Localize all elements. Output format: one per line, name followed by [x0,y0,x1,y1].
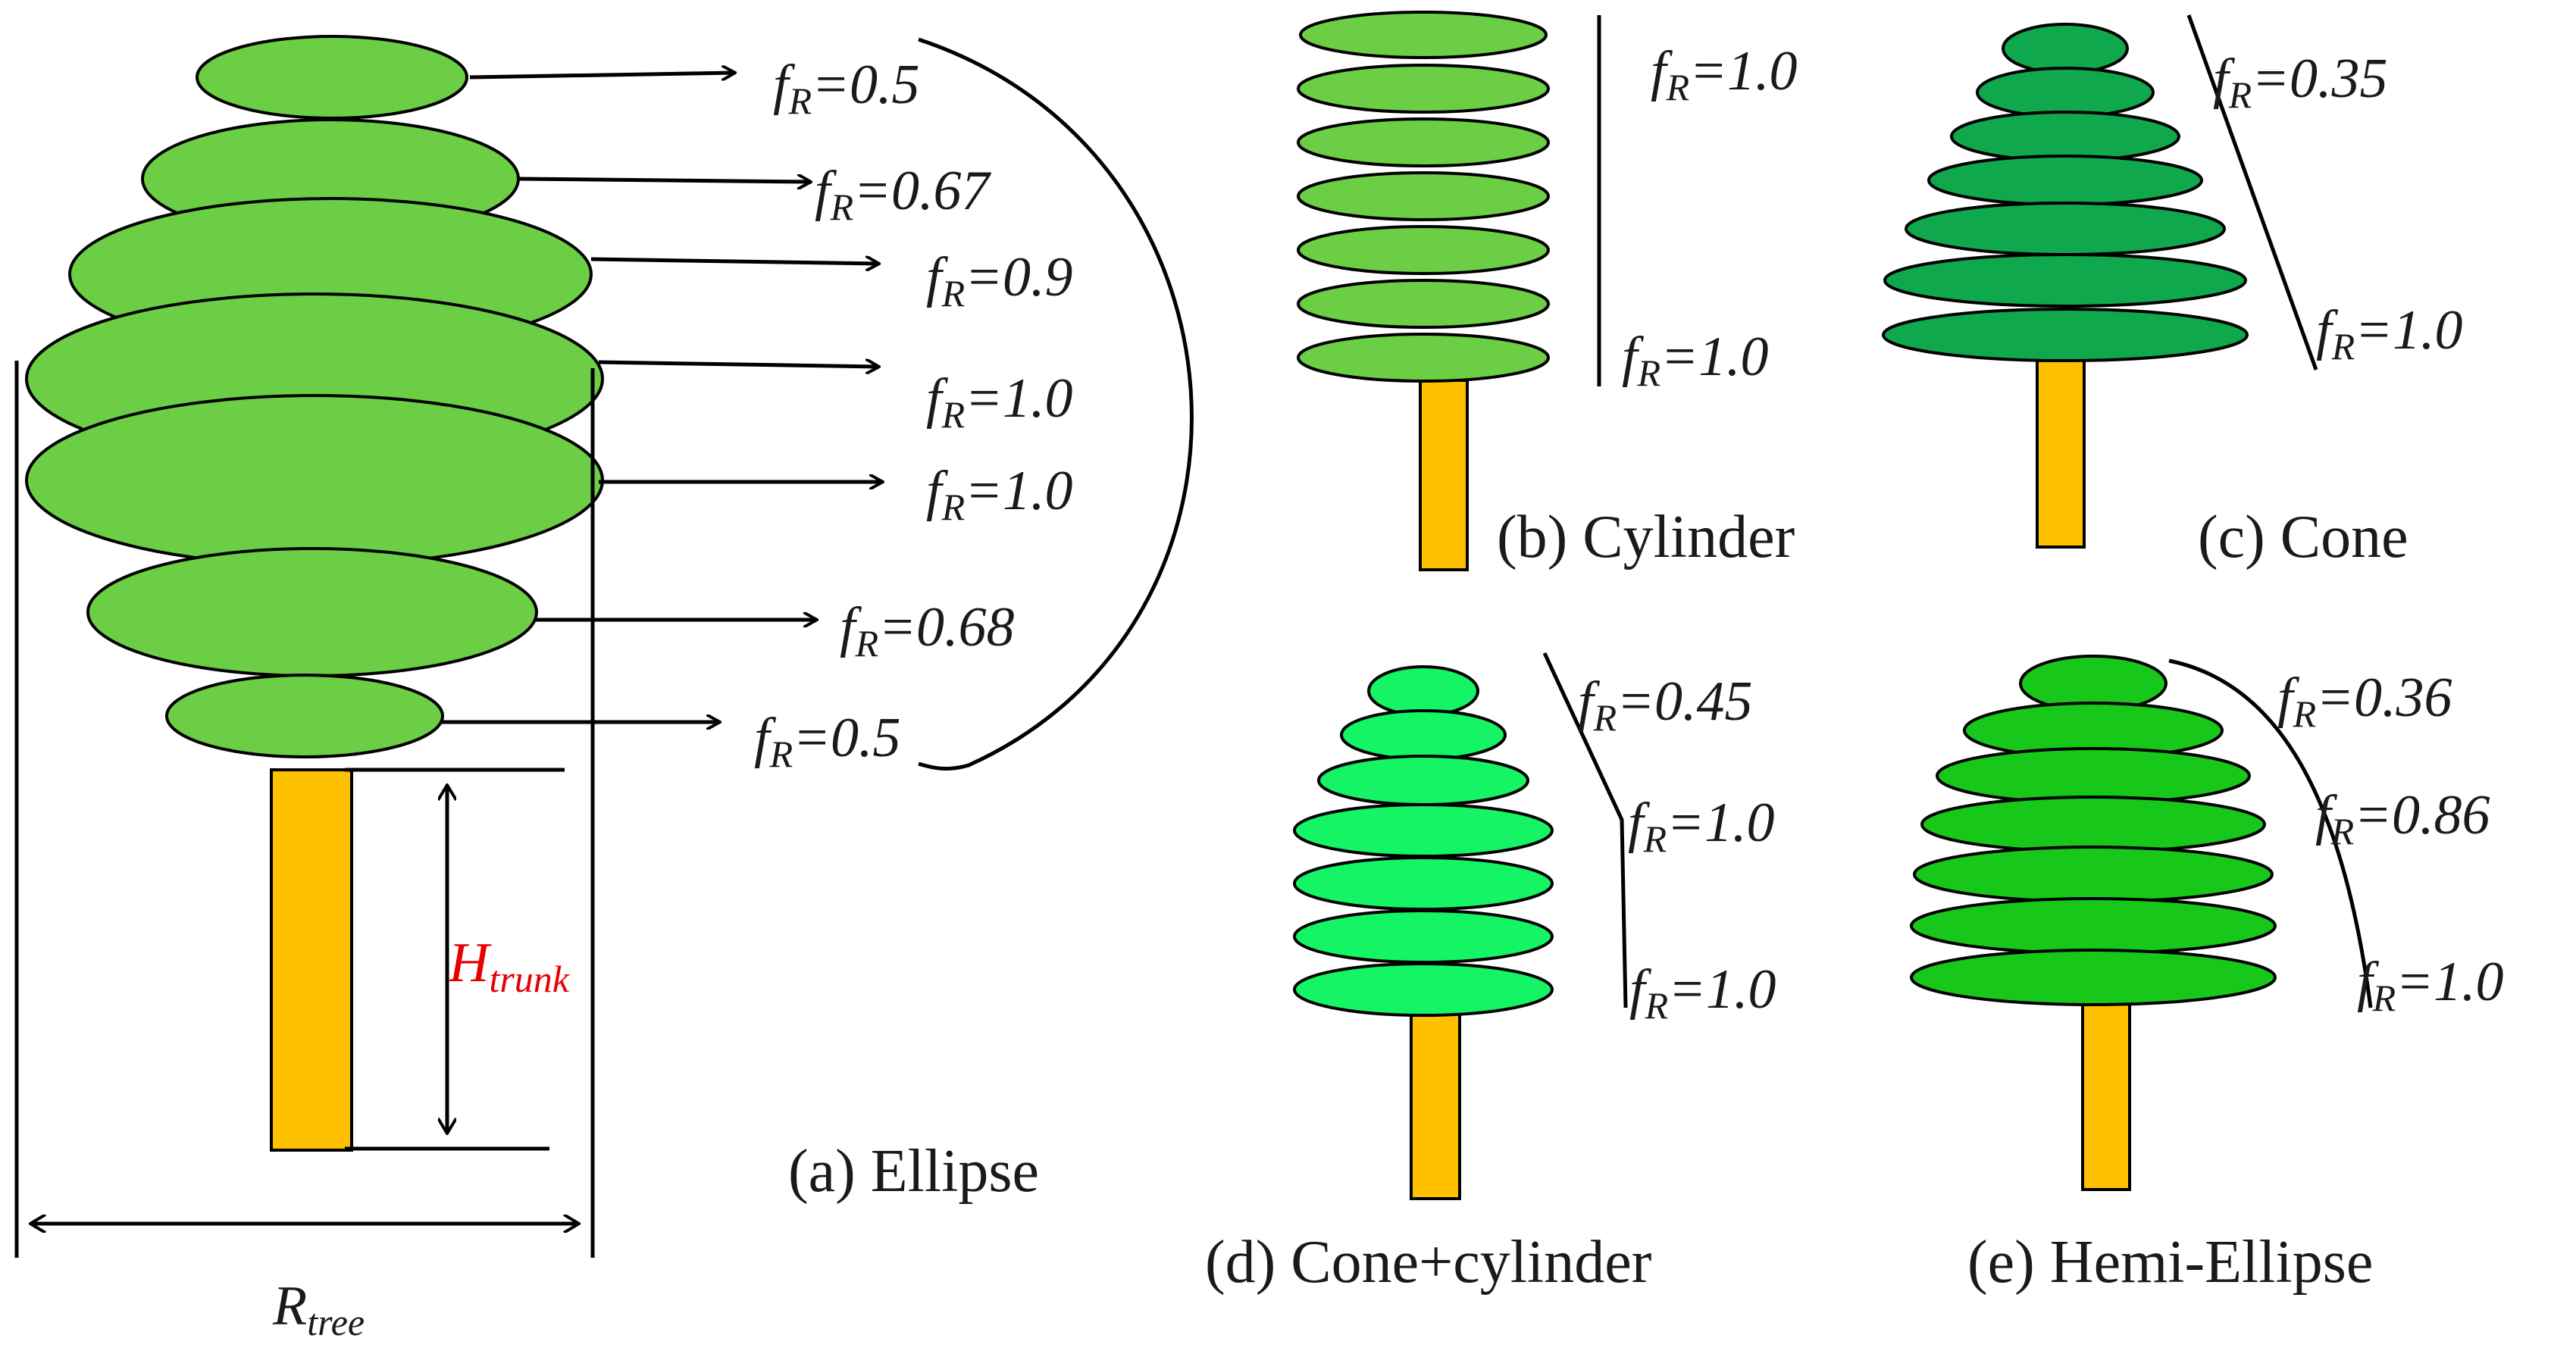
panel-c-profile-line [2186,14,2318,371]
panel-c-crown [1882,23,2249,362]
panel-d-trunk [1410,1008,1461,1200]
panel-d-cone-cylinder: fR=0.45 fR=1.0 fR=1.0 (d) Cone+cylinder [1205,652,1776,1296]
svg-text:fR=1.0: fR=1.0 [926,460,1073,528]
svg-text:fR=1.0: fR=1.0 [926,367,1073,436]
panel-e-crown [1910,655,2277,1006]
panel-e-profile-curve [2168,658,2373,1008]
h-trunk-label: Htrunk [448,932,570,1000]
panel-a-caption: (a) Ellipse [788,1138,1039,1205]
panel-a-layer-1 [196,35,468,120]
panel-c-cone: fR=0.35 fR=1.0 (c) Cone [1882,14,2463,571]
svg-text:fR=1.0: fR=1.0 [1628,792,1775,860]
svg-text:fR=0.45: fR=0.45 [1578,671,1753,739]
panel-a-layer-7 [165,674,444,758]
panel-a-trunk-height: Htrunk [345,768,570,1151]
panel-c-trunk [2036,356,2086,549]
svg-text:fR=0.5: fR=0.5 [773,54,920,122]
panel-a-profile-curve [918,37,1194,771]
panel-c-caption: (c) Cone [2198,504,2409,571]
panel-a-tree-radius: Rtree [14,361,595,1343]
panel-a-arrows [441,73,883,722]
panel-b-caption: (b) Cylinder [1497,504,1795,571]
panel-a-labels: fR=0.5 fR=0.67 fR=0.9 fR=1.0 fR=1.0 fR=0… [754,54,1073,775]
svg-text:fR=1.0: fR=1.0 [1622,326,1769,394]
panel-d-profile-line [1542,652,1628,1008]
svg-text:fR=1.0: fR=1.0 [1651,40,1798,108]
panel-e-caption: (e) Hemi-Ellipse [1967,1229,2373,1296]
svg-text:fR=1.0: fR=1.0 [2357,951,2504,1019]
panel-a-layer-5 [25,394,604,567]
panel-e-trunk [2081,997,2131,1191]
svg-text:fR=0.86: fR=0.86 [2315,784,2490,852]
svg-text:fR=0.68: fR=0.68 [840,596,1015,664]
svg-text:fR=0.67: fR=0.67 [815,160,992,228]
svg-text:fR=0.9: fR=0.9 [926,246,1073,314]
svg-text:fR=0.36: fR=0.36 [2277,667,2452,735]
panel-d-crown [1293,665,1554,1017]
panel-d-caption: (d) Cone+cylinder [1205,1229,1651,1296]
panel-b-cylinder: fR=1.0 fR=1.0 (b) Cylinder [1297,11,1798,571]
svg-text:fR=1.0: fR=1.0 [1629,958,1776,1027]
panel-a-layer-6 [86,547,538,677]
panel-b-trunk [1419,379,1469,571]
panel-e-hemi-ellipse: fR=0.36 fR=0.86 fR=1.0 (e) Hemi-Ellipse [1910,655,2504,1296]
r-tree-label: Rtree [272,1275,365,1343]
panel-a-crown [25,35,604,758]
panel-b-crown [1297,11,1550,383]
panel-a-trunk [270,768,353,1152]
svg-text:fR=1.0: fR=1.0 [2316,299,2463,367]
svg-text:fR=0.35: fR=0.35 [2213,48,2388,116]
panel-a-ellipse: fR=0.5 fR=0.67 fR=0.9 fR=1.0 fR=1.0 fR=0… [14,35,1194,1343]
svg-text:fR=0.5: fR=0.5 [754,707,901,775]
